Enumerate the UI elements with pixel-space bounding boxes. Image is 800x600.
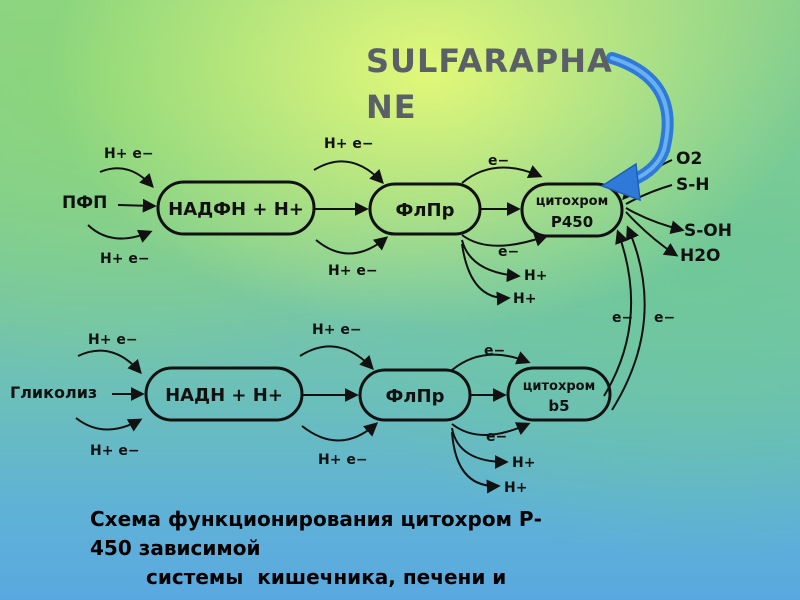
row2-source-label: Гликолиз: [10, 383, 97, 402]
row2-he-bottom-2: H+ e−: [318, 452, 368, 468]
row1: ПФП НАДФН + Н+ ФлПр цитохром P450 H+ e− …: [62, 136, 732, 307]
row1-he-bottom-2: H+ e−: [328, 263, 378, 279]
row2-he-bottom-1: H+ e−: [90, 443, 140, 459]
row2-box2-label: ФлПр: [386, 386, 445, 407]
row2-box1-label: НАДН + Н+: [165, 385, 283, 406]
row2-he-top-1: H+ e−: [88, 332, 138, 348]
row2: Гликолиз НАДН + Н+ ФлПр цитохром b5 H+ e…: [10, 322, 612, 496]
sulforaphane-title: SULFARAPHANE: [366, 42, 613, 126]
row1-he-top-1: H+ e−: [104, 146, 154, 162]
row2-e-bottom: e−: [486, 429, 507, 445]
row1-h-2: H+: [513, 291, 536, 307]
row1-he-top-2: H+ e−: [324, 136, 374, 152]
link-e-left: e−: [612, 310, 633, 326]
row2-he-top-2: H+ e−: [312, 322, 362, 338]
diagram-caption: Схема функционирования цитохром Р- 450 з…: [90, 505, 730, 592]
caption-line-1: Схема функционирования цитохром Р-: [90, 507, 542, 531]
row1-box1-label: НАДФН + Н+: [168, 199, 304, 220]
row1-h-1: H+: [524, 268, 547, 284]
row2-e-top: e−: [484, 343, 505, 359]
row1-box3-label-bottom: P450: [551, 213, 593, 231]
sulforaphane-arrow: [600, 52, 674, 202]
row1-product-in-2: S-H: [676, 175, 710, 195]
row1-box3-cytochrome: [520, 182, 624, 238]
row2-box3-cytochrome: [506, 366, 612, 422]
row2-h-2: H+: [504, 480, 527, 496]
link-e-right: e−: [654, 310, 675, 326]
caption-line-3: системы кишечника, печени и: [146, 565, 507, 589]
row2-box3-label-top: цитохром: [523, 379, 595, 394]
b5-to-p450-link: e− e−: [603, 225, 675, 411]
row1-he-bottom-1: H+ e−: [100, 251, 150, 267]
row1-product-out-2: H2O: [680, 246, 721, 266]
row2-h-1: H+: [512, 455, 535, 471]
row2-box3-label-bottom: b5: [548, 397, 569, 415]
caption-line-2: 450 зависимой: [90, 536, 261, 560]
row1-product-out-1: S-OH: [684, 221, 732, 241]
row1-box3-label-top: цитохром: [536, 194, 608, 209]
row1-box2-label: ФлПр: [396, 200, 455, 221]
row1-source-label: ПФП: [62, 193, 107, 213]
row1-e-bottom: e−: [498, 244, 519, 260]
row1-e-top: e−: [488, 153, 509, 169]
row1-product-in-1: O2: [676, 149, 702, 169]
row2-arrows: [75, 345, 531, 494]
